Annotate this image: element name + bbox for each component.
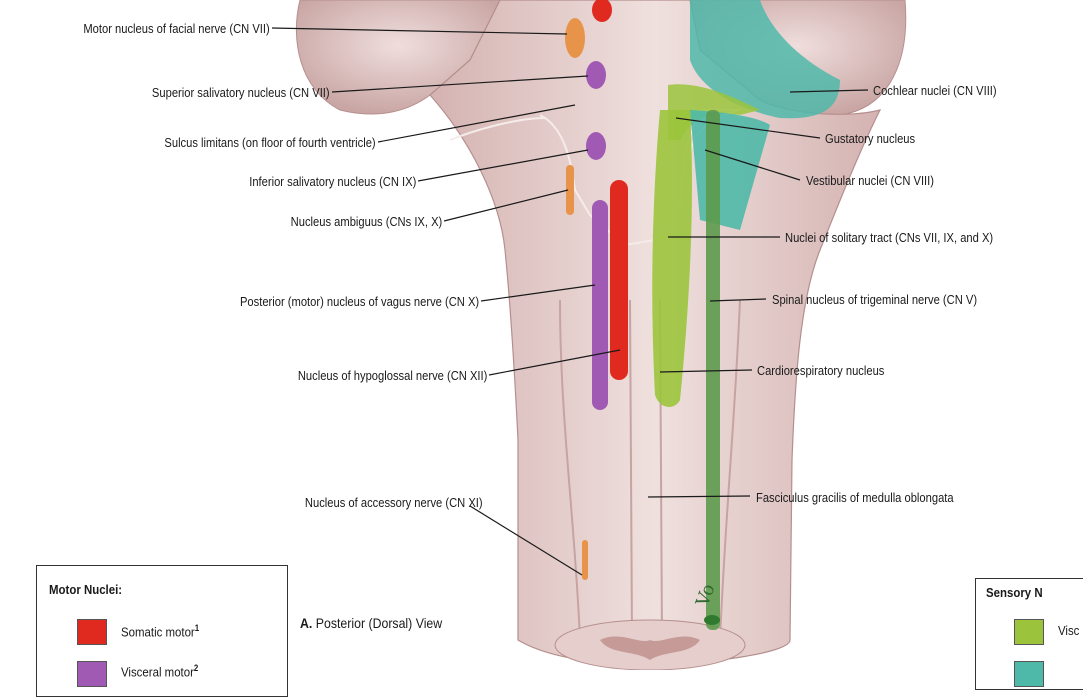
label-inferior-salivatory: Inferior salivatory nucleus (CN IX) [249,174,416,189]
swatch-visceral-motor [77,661,107,687]
view-caption: A. Posterior (Dorsal) View [300,615,442,631]
label-superior-salivatory: Superior salivatory nucleus (CN VII) [152,85,330,100]
motor-nucleus-facial [565,18,585,58]
label-hypoglossal: Nucleus of hypoglossal nerve (CN XII) [297,368,487,383]
superior-salivatory [586,61,606,89]
legend-motor-title: Motor Nuclei: [49,582,122,597]
label-motor-nucleus-facial: Motor nucleus of facial nerve (CN VII) [84,21,270,36]
trigeminal-end [704,615,720,625]
inferior-salivatory [586,132,606,160]
spinal-trigeminal-nucleus [706,110,720,630]
caption-letter: A. [300,615,312,631]
legend-motor-nuclei: Motor Nuclei: Somatic motor1 Visceral mo… [36,565,288,697]
label-accessory: Nucleus of accessory nerve (CN XI) [305,495,483,510]
accessory-nucleus [582,540,588,580]
swatch-special-sensory [1014,661,1044,687]
label-posterior-vagus: Posterior (motor) nucleus of vagus nerve… [240,294,479,309]
legend-visceral-label: Visceral motor [121,664,194,679]
label-vestibular: Vestibular nuclei (CN VIII) [806,173,934,188]
caption-text: Posterior (Dorsal) View [316,615,442,631]
label-cardiorespiratory: Cardiorespiratory nucleus [757,363,884,378]
label-spinal-trigeminal: Spinal nucleus of trigeminal nerve (CN V… [772,292,977,307]
swatch-somatic-motor [77,619,107,645]
legend-item-visceral: Visceral motor2 [121,663,198,679]
legend-somatic-sup: 1 [195,623,199,633]
legend-visceral-sup: 2 [194,663,198,673]
label-solitary-tract: Nuclei of solitary tract (CNs VII, IX, a… [785,230,993,245]
legend-somatic-label: Somatic motor [121,624,195,639]
legend-item-somatic: Somatic motor1 [121,623,199,639]
label-cochlear: Cochlear nuclei (CN VIII) [873,83,997,98]
legend-sensory-nuclei: Sensory N Visc [975,578,1083,690]
label-nucleus-ambiguus: Nucleus ambiguus (CNs IX, X) [290,214,442,229]
diagram-stage: Vo Motor nucleus of facial nerve (CN VII… [0,0,1083,670]
posterior-vagus-nucleus [592,200,608,410]
legend-item-visceral-sensory: Visc [1058,623,1079,638]
swatch-visceral-sensory [1014,619,1044,645]
label-fasciculus-gracilis: Fasciculus gracilis of medulla oblongata [756,490,954,505]
label-sulcus-limitans: Sulcus limitans (on floor of fourth vent… [165,135,376,150]
legend-sensory-title: Sensory N [986,585,1043,600]
label-gustatory: Gustatory nucleus [825,131,915,146]
